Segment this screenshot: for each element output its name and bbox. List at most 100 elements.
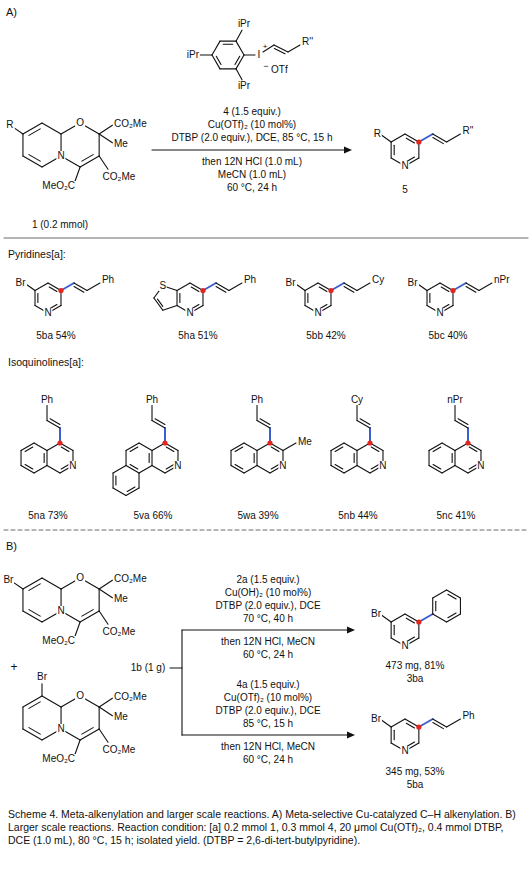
atom-label: N <box>185 308 194 318</box>
bond-line <box>99 707 100 729</box>
bond-line <box>80 729 99 740</box>
bond-line <box>47 466 60 474</box>
atom-label: N <box>400 161 409 171</box>
bond-line <box>99 125 112 134</box>
bond-line <box>429 466 442 474</box>
bond-line <box>391 142 392 158</box>
bond-line <box>23 729 42 740</box>
text-label: 5nc 41% <box>437 510 476 522</box>
bond-line <box>26 284 36 291</box>
bond-line <box>152 149 346 150</box>
bond-line <box>447 590 461 598</box>
bond-line <box>244 443 257 451</box>
text-label: 473 mg, 81% <box>386 660 445 672</box>
atom-label: N <box>56 724 65 734</box>
bond-line <box>182 629 349 630</box>
bond-line <box>181 630 182 735</box>
bond-line <box>47 421 60 429</box>
bond-line <box>335 465 343 469</box>
atom-label: N <box>278 461 287 471</box>
text-label: DTBP (2.0 equiv.), DCE <box>215 600 320 612</box>
text-label: then 12N HCl, MeCN <box>221 636 315 648</box>
bond-line <box>394 625 395 634</box>
bond-line <box>158 299 163 306</box>
bond-line <box>335 447 343 451</box>
bond-line <box>354 454 355 463</box>
bond-line <box>256 406 257 421</box>
bond-line <box>223 44 232 45</box>
bond-line <box>254 454 255 463</box>
atom-label: Ph <box>101 275 115 285</box>
bond-line <box>357 421 370 429</box>
bond-line <box>21 466 34 474</box>
bond-line <box>257 466 270 474</box>
bond-line <box>479 283 492 291</box>
bond-line <box>455 421 468 429</box>
bond-line <box>99 729 108 742</box>
atom-label: nPr <box>446 395 464 405</box>
bond-line <box>216 56 221 64</box>
bond-line <box>130 447 138 451</box>
text-label: 70 °C, 40 h <box>243 613 293 625</box>
atom-label: Ph <box>461 711 475 721</box>
atom-label: N <box>378 461 387 471</box>
reaction-site-dot <box>416 139 421 144</box>
atom-label: N <box>43 308 52 318</box>
bond-line <box>42 578 61 589</box>
bond-line <box>429 294 430 303</box>
bond-line <box>37 294 38 303</box>
atom-label: N <box>400 641 409 651</box>
text-label: then 12N HCl, MeCN <box>221 741 315 753</box>
bond-line <box>260 419 270 425</box>
bond-line <box>244 466 257 474</box>
bond-line <box>231 443 244 451</box>
bond-line <box>283 443 296 451</box>
bond-line <box>433 134 447 142</box>
atom-label: N <box>435 308 444 318</box>
text-label: + <box>263 42 268 51</box>
bond-line <box>236 41 244 55</box>
bond-line <box>433 590 447 598</box>
bond-line <box>126 443 139 451</box>
bond-line <box>212 55 220 69</box>
bond-line <box>442 466 455 474</box>
bond-line <box>80 156 99 167</box>
text-label: + <box>10 661 17 675</box>
bond-line <box>49 287 57 291</box>
text-label: 5ba 54% <box>36 330 75 342</box>
bond-line <box>50 419 60 425</box>
text-label: − <box>263 61 268 71</box>
bond-line <box>112 473 113 488</box>
bond-line <box>23 578 42 589</box>
text-label: then 12N HCl (1.0 mL) <box>202 156 302 168</box>
bond-line <box>452 454 453 463</box>
bond-line <box>244 54 255 55</box>
bond-line <box>99 580 112 589</box>
text-label: 4a (1.5 equiv.) <box>236 679 299 691</box>
bond-line <box>176 291 177 306</box>
atom-label: iPr <box>186 50 200 60</box>
bond-line <box>319 287 327 291</box>
reaction-site-dot <box>367 440 372 445</box>
reaction-site-dot <box>267 440 272 445</box>
bond-line <box>381 615 391 622</box>
text-label: A) <box>6 6 17 19</box>
bond-line <box>34 443 47 451</box>
bond-line <box>454 451 455 466</box>
atom-label: R <box>5 120 14 130</box>
bond-line <box>406 618 414 623</box>
reaction-site-dot <box>328 288 333 293</box>
atom-label: CO₂Me <box>113 574 148 584</box>
text-label: 1 (0.2 mmol) <box>32 219 88 231</box>
bond-line <box>406 723 414 728</box>
bond-line <box>99 589 100 611</box>
atom-label: O <box>75 573 85 583</box>
bond-line <box>29 610 40 617</box>
bond-line <box>113 488 126 496</box>
bond-line <box>381 135 391 142</box>
bond-line <box>356 406 357 421</box>
bond-line <box>99 611 108 624</box>
bond-line <box>99 589 112 598</box>
atom-label: Br <box>2 575 14 585</box>
atom-label: nPr <box>493 275 511 285</box>
